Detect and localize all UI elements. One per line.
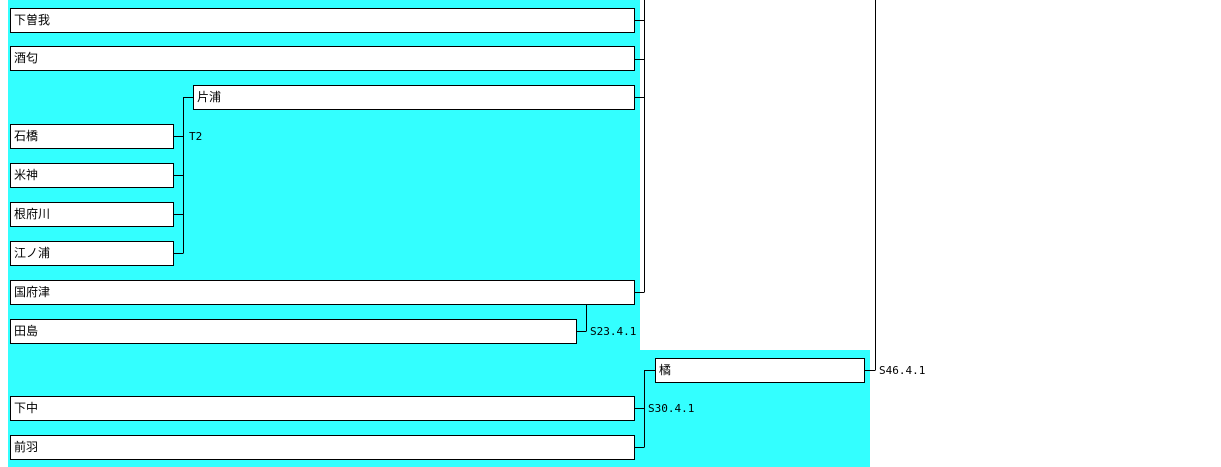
- station-box-ishibashi[interactable]: 石橋: [10, 124, 174, 149]
- connector-kataura: [173, 97, 193, 254]
- station-box-maeba[interactable]: 前羽: [10, 435, 635, 460]
- station-box-kozu[interactable]: 国府津: [10, 280, 635, 305]
- merge-date-kataura: T2: [189, 130, 203, 143]
- station-box-kataura[interactable]: 片浦: [193, 85, 635, 110]
- station-box-sakawa[interactable]: 酒匂: [10, 46, 635, 71]
- merge-date-tachibana: S30.4.1: [648, 402, 695, 415]
- merge-date-final: S46.4.1: [879, 364, 926, 377]
- merge-date-tajima: S23.4.1: [590, 325, 637, 338]
- station-box-shimosoga[interactable]: 下曽我: [10, 8, 635, 33]
- connector-top-group: [634, 0, 645, 293]
- station-box-nebukawa[interactable]: 根府川: [10, 202, 174, 227]
- station-box-yonegami[interactable]: 米神: [10, 163, 174, 188]
- station-box-enoura[interactable]: 江ノ浦: [10, 241, 174, 266]
- connector-tajima: [576, 305, 587, 332]
- connector-final: [864, 0, 876, 371]
- station-box-tajima[interactable]: 田島: [10, 319, 577, 344]
- station-box-tachibana[interactable]: 橘: [655, 358, 865, 383]
- connector-tachibana: [634, 370, 655, 448]
- station-box-shimonaka[interactable]: 下中: [10, 396, 635, 421]
